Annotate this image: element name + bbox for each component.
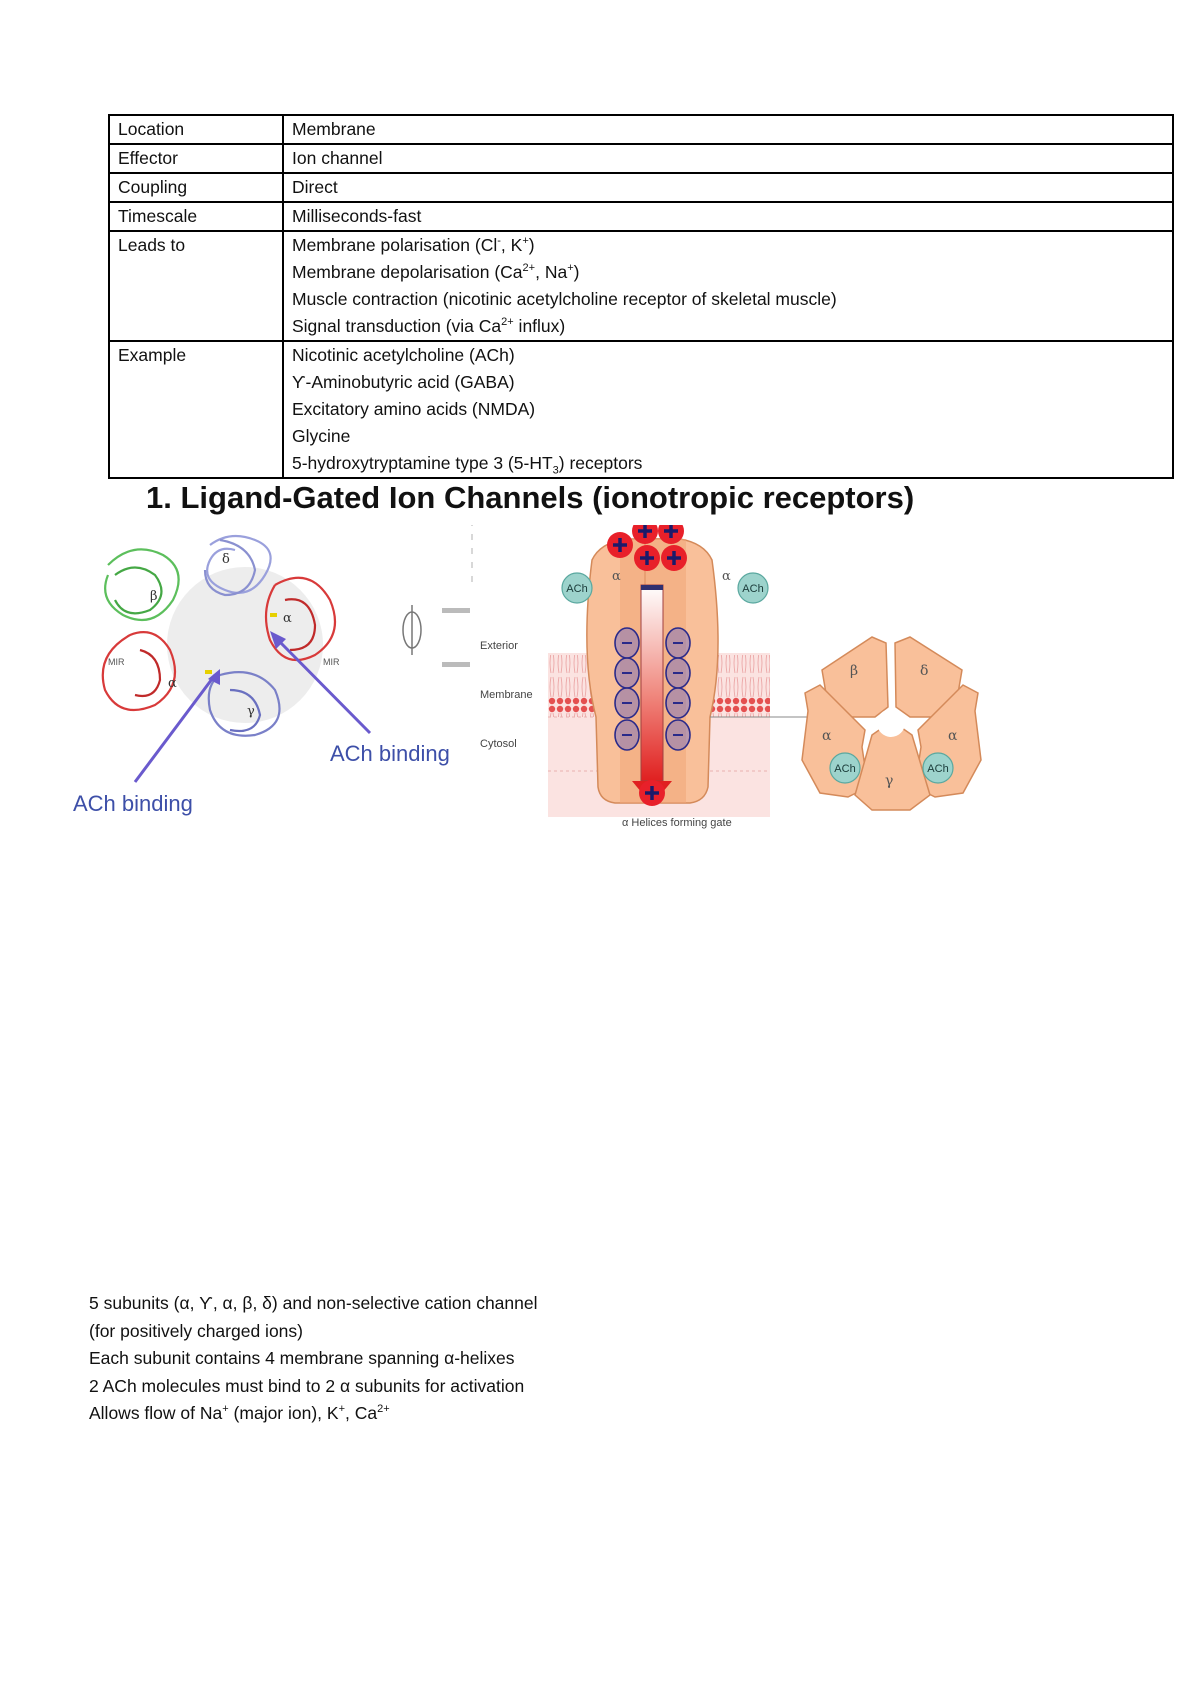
ach-binding-label: ACh binding (73, 791, 193, 816)
row-label: Effector (108, 143, 284, 174)
notes-block: 5 subunits (α, Ƴ, α, β, δ) and non-selec… (89, 1290, 549, 1428)
subunit-label: γ (885, 773, 893, 789)
subunit-label: β (150, 589, 158, 604)
mir-label: MIR (108, 657, 125, 667)
gate-caption: α Helices forming gate (622, 817, 732, 829)
row-value: Nicotinic acetylcholine (ACh) Ƴ-Aminobuty… (282, 340, 1174, 479)
value-line: Milliseconds-fast (292, 206, 422, 226)
ach-molecule (737, 572, 769, 604)
row-value: Milliseconds-fast (282, 201, 1174, 232)
rotation-symbol (402, 525, 473, 667)
callout-arrow (273, 635, 372, 735)
table-row: Coupling Direct (108, 172, 1174, 203)
ach-binding-label: ACh binding (330, 741, 450, 766)
value-line: Nicotinic acetylcholine (ACh) (292, 345, 515, 365)
subunit-label: γ (247, 704, 255, 719)
value-line: Signal transduction (via Ca2+ influx) (292, 316, 566, 336)
row-label: Coupling (108, 172, 284, 203)
layer-label: Exterior (480, 640, 518, 652)
subunit-label: α (283, 611, 292, 626)
ach-molecule (922, 752, 954, 784)
ach-receptor-figure: δ β α α γ MIR MIR ACh binding ACh bindin… (73, 525, 982, 829)
ach-molecule (561, 572, 593, 604)
subunit-label: α (168, 676, 177, 691)
row-label: Example (108, 340, 284, 479)
ach-label: ACh (927, 763, 948, 775)
row-label: Timescale (108, 201, 284, 232)
ach-label: ACh (742, 583, 763, 595)
value-line: Membrane polarisation (Cl-, K+) (292, 235, 535, 255)
value-line: 5-hydroxytryptamine type 3 (5-HT3) recep… (292, 453, 643, 477)
note-line: 2 ACh molecules must bind to 2 α subunit… (89, 1375, 525, 1396)
table-row: Location Membrane (108, 114, 1174, 145)
note-line: Allows flow of Na+ (major ion), K+, Ca2+ (89, 1403, 390, 1423)
value-line: Muscle contraction (nicotinic acetylchol… (292, 289, 837, 309)
note-line: 5 subunits (α, Ƴ, α, β, δ) and non-selec… (89, 1293, 538, 1341)
callout-arrow (133, 674, 217, 783)
channel-side-view: ACh ACh α α Exterior Membrane Cytosol α … (480, 525, 770, 829)
row-value: Membrane polarisation (Cl-, K+) Membrane … (282, 230, 1174, 342)
row-label: Leads to (108, 230, 284, 342)
value-line: Direct (292, 177, 338, 197)
subunit-label: δ (920, 663, 928, 679)
layer-label: Cytosol (480, 738, 517, 750)
row-value: Membrane (282, 114, 1174, 145)
subunit-label: α (722, 569, 731, 584)
layer-label: Membrane (480, 689, 533, 701)
ach-label: ACh (566, 583, 587, 595)
ach-molecule (829, 752, 861, 784)
value-line: Membrane depolarisation (Ca2+, Na+) (292, 262, 580, 282)
cation-cluster (607, 525, 687, 806)
ach-label: ACh (834, 763, 855, 775)
subunit-label: α (822, 728, 832, 744)
value-line: Ƴ-Aminobutyric acid (GABA) (292, 372, 515, 392)
table-row: Effector Ion channel (108, 143, 1174, 174)
subunit-label: α (612, 569, 621, 584)
subunit-label: β (850, 663, 858, 679)
ribbon-structure-top-view: δ β α α γ MIR MIR ACh binding ACh bindin… (73, 534, 450, 816)
value-line: Membrane (292, 119, 376, 139)
row-value: Direct (282, 172, 1174, 203)
value-line: Glycine (292, 426, 351, 446)
value-line: Excitatory amino acids (NMDA) (292, 399, 536, 419)
mir-label: MIR (323, 657, 340, 667)
row-value: Ion channel (282, 143, 1174, 174)
row-label: Location (108, 114, 284, 145)
table-row: Timescale Milliseconds-fast (108, 201, 1174, 232)
subunit-label: α (948, 728, 958, 744)
subunit-label: δ (222, 552, 230, 567)
value-line: Ion channel (292, 148, 383, 168)
table-row: Example Nicotinic acetylcholine (ACh) Ƴ-Am… (108, 340, 1174, 479)
section-heading: 1. Ligand-Gated Ion Channels (ionotropic… (146, 480, 915, 515)
pentamer-labels: β δ α α γ ACh ACh (822, 663, 958, 789)
note-line: Each subunit contains 4 membrane spannin… (89, 1348, 515, 1368)
